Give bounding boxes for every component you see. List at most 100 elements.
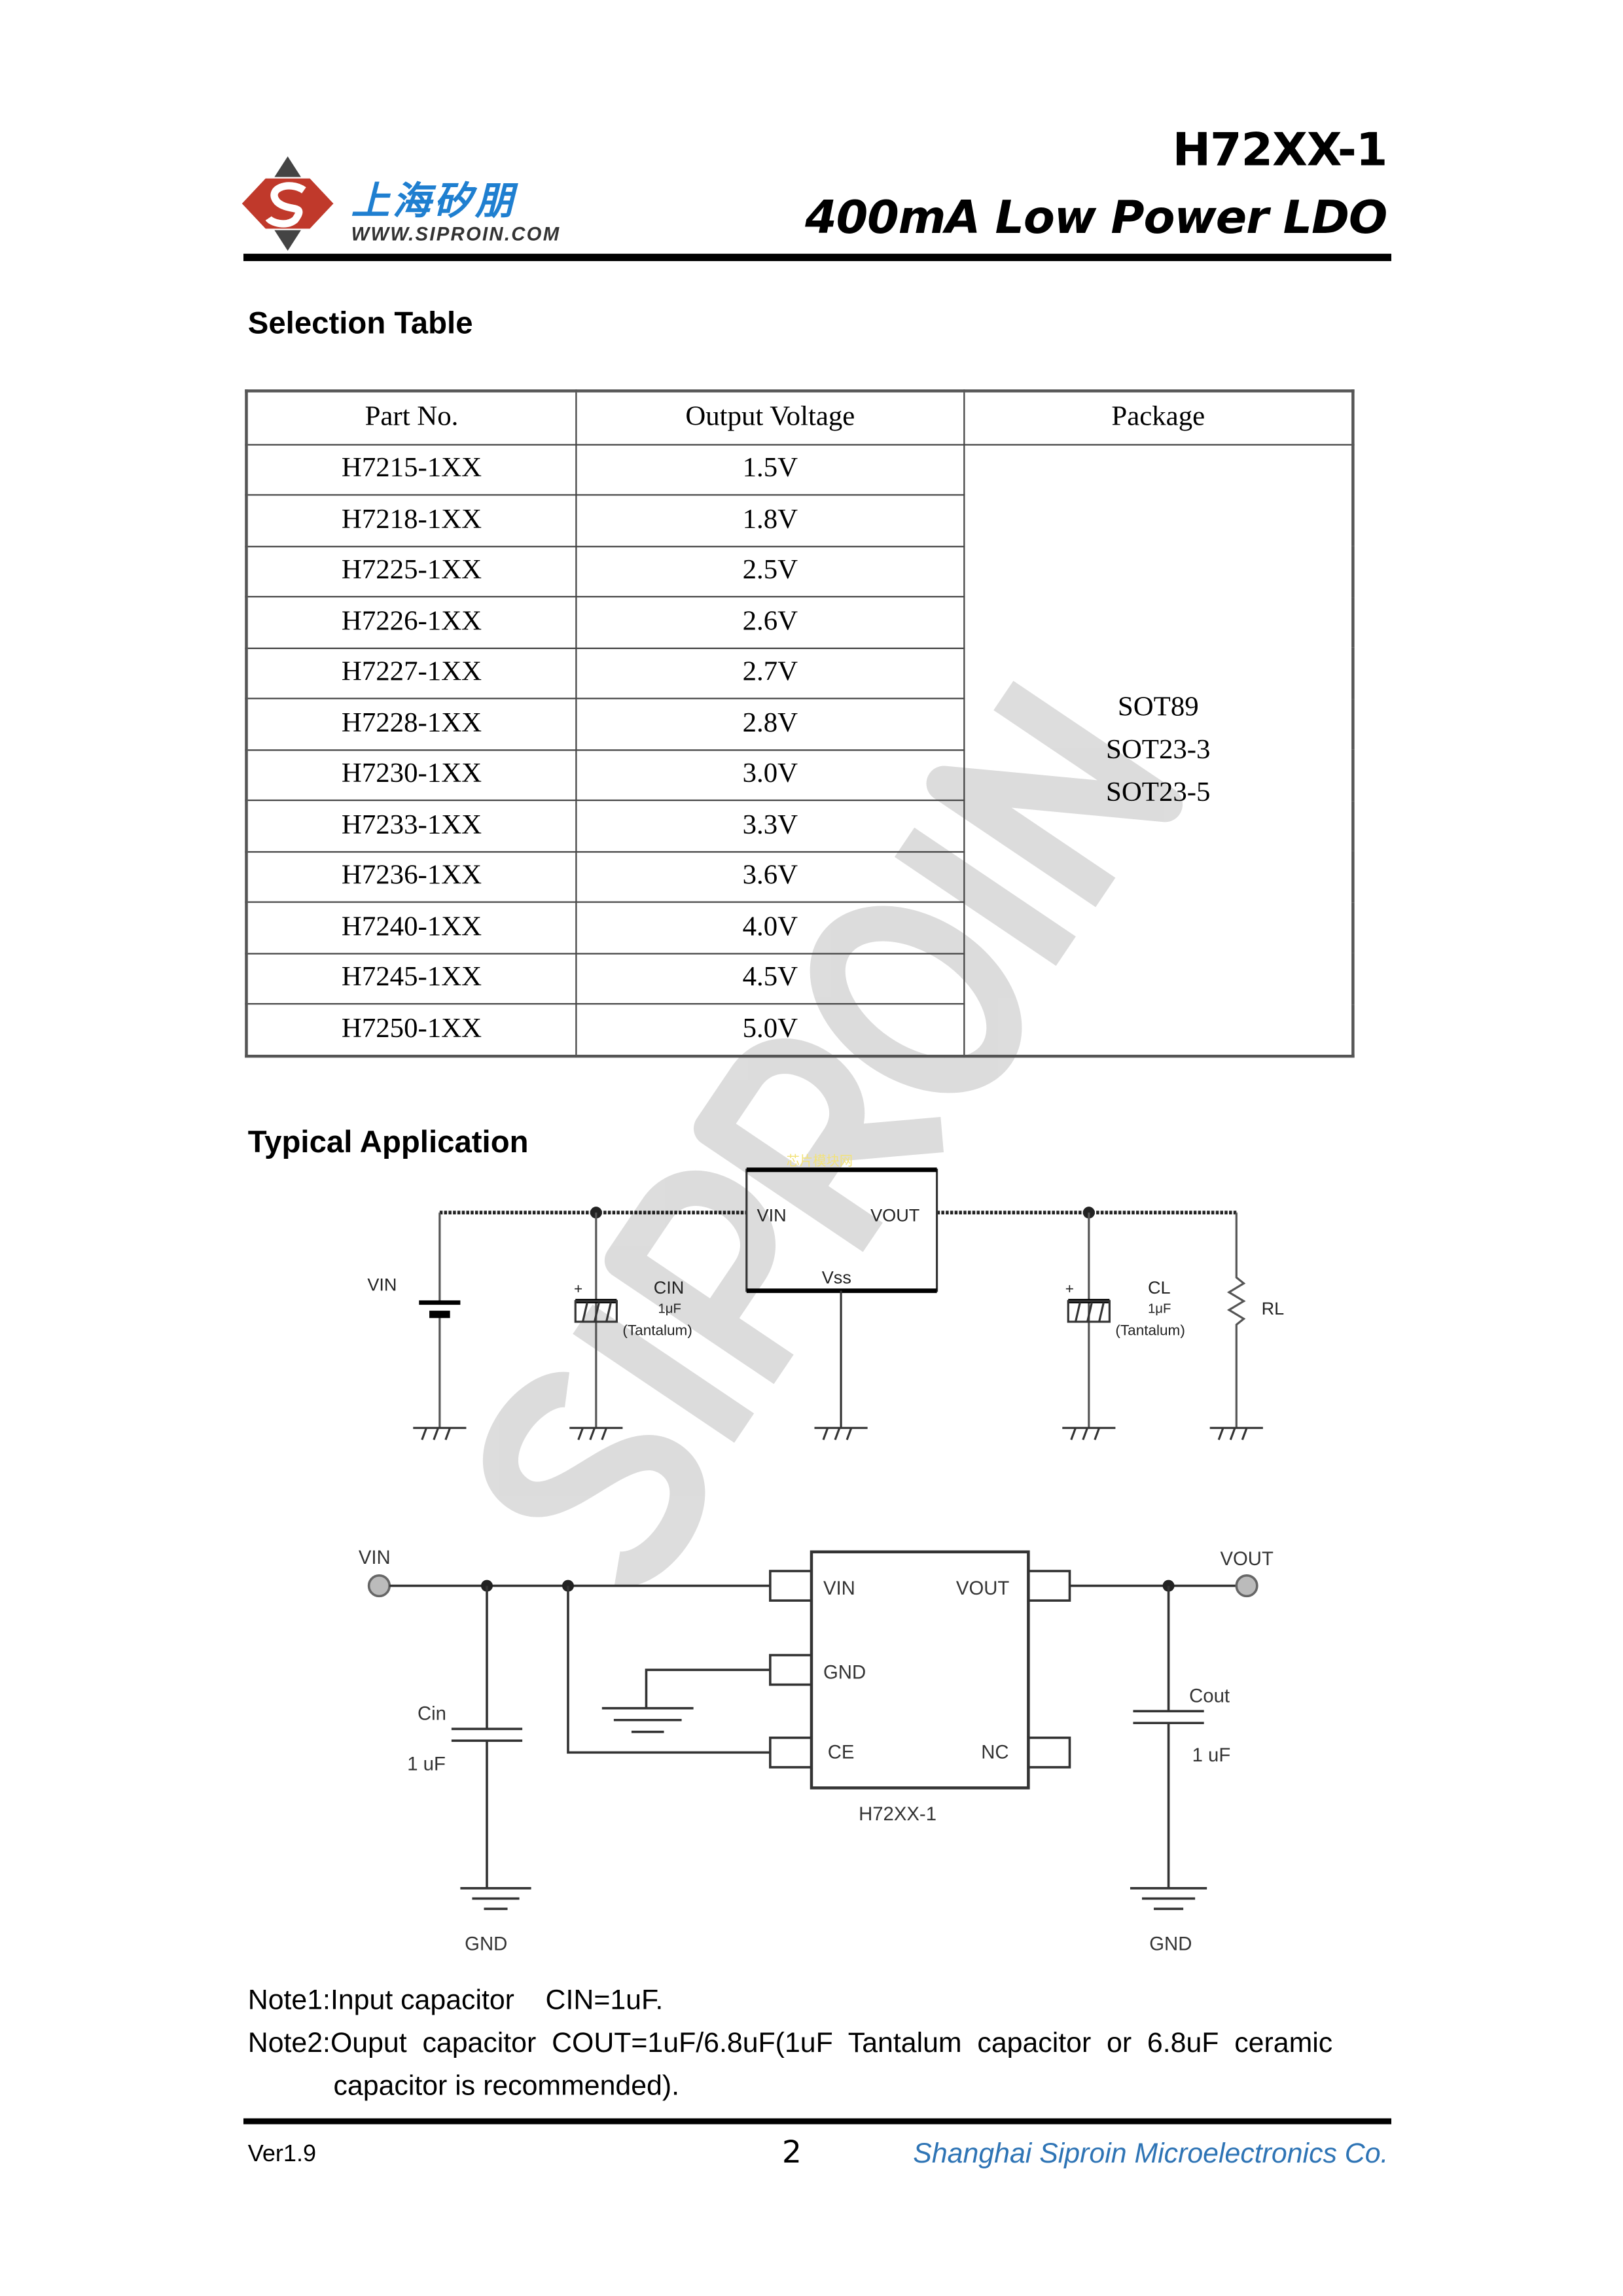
part-number-cell: H7215-1XX [245,443,577,496]
ground-icon [413,1426,1263,1440]
overlay-text: 芯片模块网 [787,1154,853,1169]
package-item: SOT23-5 [1106,776,1211,808]
part-number-cell: H7218-1XX [245,494,577,547]
cin-type: (Tantalum) [622,1322,692,1338]
note-1: Note1:Input capacitor CIN=1uF. [247,1985,664,2017]
ground-icon [601,1706,694,1733]
pin-ce-label: CE [828,1741,855,1763]
package-item: SOT23-3 [1106,733,1211,765]
chip-label: H72XX-1 [859,1803,936,1825]
part-number-cell: H7227-1XX [245,646,577,699]
note-2: Note2:Ouput capacitor COUT=1uF/6.8uF(1uF… [247,2028,1333,2060]
cl-value: 1μF [1148,1302,1171,1316]
ic-vout-label: VOUT [870,1206,919,1226]
part-number-cell: H7226-1XX [245,595,577,648]
gnd-label: GND [1149,1933,1192,1954]
vout-label: VOUT [1220,1548,1273,1570]
logo-mark-icon [241,156,334,251]
package-item: SOT89 [1117,691,1199,722]
cout-value: 1 uF [1192,1744,1231,1766]
schematic-1: 芯片模块网 VIN [367,1154,1285,1440]
ic-vin-label: VIN [757,1206,787,1226]
plus-sign: + [1065,1280,1074,1297]
output-voltage-cell: 2.6V [575,595,965,648]
output-voltage-cell: 4.0V [575,901,965,954]
pin-nc-label: NC [981,1741,1008,1763]
table-header-row: Part No. Output Voltage Package [245,390,1354,445]
gnd-label: GND [465,1933,507,1954]
output-voltage-cell: 1.5V [575,443,965,496]
version-label: Ver1.9 [247,2142,317,2167]
selection-table: Part No. Output Voltage Package H7215-1X… [245,389,1355,1057]
footer-rule [243,2118,1391,2125]
vin-label: VIN [367,1275,397,1295]
vin-terminal-icon [367,1574,391,1598]
cin-value: 1 uF [407,1753,446,1775]
vout-terminal-icon [1235,1574,1258,1598]
output-voltage-cell: 4.5V [575,952,965,1005]
output-voltage-cell: 1.8V [575,494,965,547]
part-number-cell: H7228-1XX [245,698,577,751]
ground-icon [460,1886,531,1911]
output-voltage-cell: 2.7V [575,646,965,699]
cin-label: Cin [418,1703,446,1725]
pin-gnd-label: GND [823,1662,866,1684]
output-voltage-cell: 2.8V [575,698,965,751]
part-number-cell: H7240-1XX [245,901,577,954]
part-number-title: H72XX-1 [1172,124,1388,177]
product-subtitle: 400mA Low Power LDO [805,192,1387,245]
typical-application-heading: Typical Application [247,1125,529,1160]
output-voltage-cell: 2.5V [575,545,965,598]
output-voltage-cell: 3.3V [575,799,965,852]
part-number-cell: H7233-1XX [245,799,577,852]
part-number-cell: H7236-1XX [245,850,577,903]
cin-label: CIN [654,1278,685,1298]
note-2-continued: capacitor is recommended). [333,2071,680,2102]
pin-vin-label: VIN [823,1578,855,1599]
ic-vss-label: Vss [822,1267,851,1287]
part-number-cell: H7225-1XX [245,545,577,598]
resistor-icon [1226,1212,1246,1428]
output-voltage-cell: 3.6V [575,850,965,903]
logo-chinese-text: 上海矽朋 [351,178,517,223]
cin-value: 1μF [658,1302,681,1316]
schematic-2: VIN VOUT VIN VOUT GND CE NC H72XX-1 Cin … [359,1547,1274,1955]
tantalum-capacitor-icon [1067,1299,1111,1323]
pin-vout-label: VOUT [956,1578,1009,1599]
selection-table-heading: Selection Table [247,306,473,341]
cl-label: CL [1148,1278,1171,1298]
column-header: Output Voltage [575,390,965,445]
part-number-cell: H7230-1XX [245,749,577,802]
company-name: Shanghai Siproin Microelectronics Co. [913,2139,1389,2170]
part-number-cell: H7245-1XX [245,952,577,1005]
output-voltage-cell: 5.0V [575,1003,965,1057]
cout-label: Cout [1189,1686,1230,1707]
cl-type: (Tantalum) [1115,1322,1185,1338]
output-voltage-cell: 3.0V [575,749,965,802]
column-header: Part No. [245,390,577,445]
tantalum-capacitor-icon [574,1299,618,1323]
logo-url-text: WWW.SIPROIN.COM [351,222,561,245]
rl-label: RL [1262,1299,1285,1318]
ground-icon [1130,1886,1207,1911]
siproin-logo: 上海矽朋 WWW.SIPROIN.COM [233,153,616,256]
page-number: 2 [781,2134,802,2170]
plus-sign: + [574,1280,582,1297]
part-number-cell: H7250-1XX [245,1003,577,1057]
vin-label: VIN [359,1547,391,1568]
